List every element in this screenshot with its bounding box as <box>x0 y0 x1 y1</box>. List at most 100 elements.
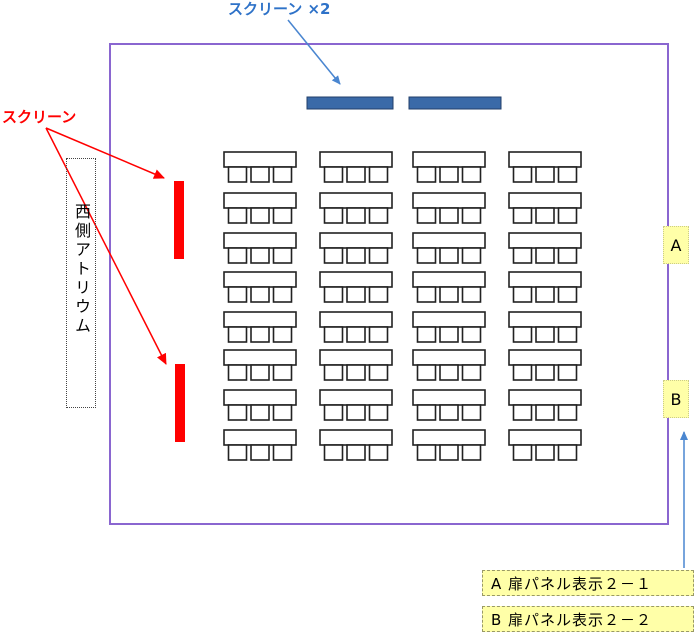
table-unit <box>319 192 393 224</box>
chair <box>416 207 437 224</box>
table-unit <box>508 232 582 264</box>
chair <box>272 326 293 343</box>
red-arrow-lower <box>45 127 167 365</box>
chair <box>416 286 437 303</box>
chair <box>461 247 482 264</box>
top-screen-2 <box>408 96 502 110</box>
chair <box>368 207 389 224</box>
chair <box>323 326 344 343</box>
chair <box>557 166 578 183</box>
table-unit <box>319 311 393 343</box>
chair <box>439 444 459 461</box>
door-a-label: A <box>663 226 689 264</box>
table-unit <box>319 232 393 264</box>
chair <box>368 286 389 303</box>
west-atrium-label: 西側アトリウム <box>66 158 96 408</box>
chair <box>227 444 248 461</box>
chair <box>439 364 459 381</box>
table-unit <box>508 429 582 461</box>
chair <box>439 326 459 343</box>
door-b-label: B <box>663 380 689 418</box>
chair <box>512 207 533 224</box>
chair <box>416 404 437 421</box>
desk <box>223 151 297 168</box>
chair <box>272 364 293 381</box>
chair <box>227 326 248 343</box>
chair <box>323 166 344 183</box>
chair <box>346 286 366 303</box>
chair <box>368 247 389 264</box>
chair <box>346 207 366 224</box>
table-unit <box>508 389 582 421</box>
desk <box>319 429 393 446</box>
chair <box>272 404 293 421</box>
desk <box>319 389 393 406</box>
desk <box>223 192 297 209</box>
table-unit <box>223 192 297 224</box>
table-unit <box>223 311 297 343</box>
table-unit <box>319 151 393 183</box>
chair <box>439 247 459 264</box>
chair <box>535 286 555 303</box>
chair <box>346 326 366 343</box>
chair <box>416 247 437 264</box>
chair <box>535 207 555 224</box>
chair <box>461 364 482 381</box>
chair <box>250 404 270 421</box>
chair <box>557 444 578 461</box>
chair <box>227 364 248 381</box>
table-unit <box>319 271 393 303</box>
table-unit <box>508 349 582 381</box>
red-arrow-upper <box>45 127 165 179</box>
desk <box>412 271 486 288</box>
table-unit <box>223 389 297 421</box>
table-unit <box>223 429 297 461</box>
table-unit <box>412 151 486 183</box>
desk <box>508 151 582 168</box>
chair <box>346 404 366 421</box>
side-screen-1 <box>174 181 184 259</box>
chair <box>512 166 533 183</box>
desk <box>508 349 582 366</box>
table-unit <box>223 271 297 303</box>
side-screen-2 <box>175 364 185 442</box>
desk <box>508 311 582 328</box>
chair <box>250 364 270 381</box>
desk <box>319 232 393 249</box>
chair <box>512 326 533 343</box>
chair <box>461 404 482 421</box>
chair <box>250 286 270 303</box>
chair <box>227 247 248 264</box>
chair <box>227 286 248 303</box>
chair <box>227 166 248 183</box>
chair <box>439 207 459 224</box>
blue-arrow-top <box>287 19 341 85</box>
desk <box>412 429 486 446</box>
desk <box>223 349 297 366</box>
chair <box>368 404 389 421</box>
chair <box>250 444 270 461</box>
chair <box>535 404 555 421</box>
table-unit <box>319 429 393 461</box>
chair <box>323 247 344 264</box>
chair <box>416 444 437 461</box>
room-outline <box>109 43 669 525</box>
desk <box>223 271 297 288</box>
chair <box>461 166 482 183</box>
chair <box>557 247 578 264</box>
desk <box>412 151 486 168</box>
chair <box>535 364 555 381</box>
chair <box>461 444 482 461</box>
desk <box>223 389 297 406</box>
chair <box>272 166 293 183</box>
chair <box>272 286 293 303</box>
desk <box>412 389 486 406</box>
seating-tables <box>223 151 582 461</box>
chair <box>227 404 248 421</box>
legend-door-b: B 扉パネル表示２－２ <box>482 606 694 632</box>
table-unit <box>319 349 393 381</box>
chair <box>512 286 533 303</box>
chair <box>323 404 344 421</box>
chair <box>323 444 344 461</box>
chair <box>557 326 578 343</box>
